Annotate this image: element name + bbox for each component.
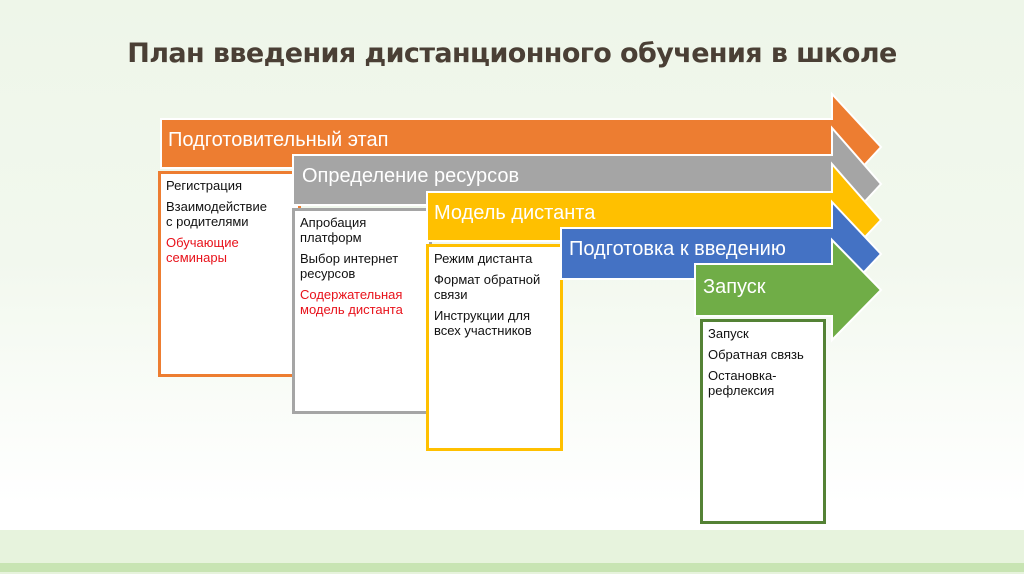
stage-5-item-1: Запуск — [708, 326, 749, 341]
footer-band-light — [0, 530, 1024, 563]
slide-title: План введения дистанционного обучения в … — [127, 38, 897, 69]
stage-2-item-3: Содержательная модель дистанта — [300, 287, 403, 317]
footer-band-edge — [0, 572, 1024, 574]
stage-3-box: Режим дистанта Формат обратной связи Инс… — [426, 244, 563, 451]
stage-2-item-2: Выбор интернет ресурсов — [300, 251, 399, 281]
stage-2-item-1: Апробация платформ — [300, 215, 367, 245]
stage-3-label: Модель дистанта — [434, 202, 596, 224]
stage-2-label: Определение ресурсов — [302, 165, 520, 187]
stage-1-item-1: Регистрация — [166, 178, 242, 193]
stage-1-item-2: Взаимодействие с родителями — [166, 199, 267, 229]
stage-1-item-3: Обучающие семинары — [166, 235, 239, 265]
stage-5-item-3: Остановка-рефлексия — [708, 368, 777, 398]
stage-5-item-2: Обратная связь — [708, 347, 804, 362]
stage-3-item-3: Инструкции для всех участников — [434, 308, 532, 338]
stage-5-box: Запуск Обратная связь Остановка-рефлекси… — [700, 319, 826, 524]
stage-5-arrow-icon — [694, 237, 883, 343]
stage-3-item-1: Режим дистанта — [434, 251, 533, 266]
stage-1-label: Подготовительный этап — [168, 129, 389, 151]
footer-band-dark — [0, 563, 1024, 572]
stage-5-label: Запуск — [703, 276, 766, 298]
stage-3-item-2: Формат обратной связи — [434, 272, 541, 302]
stage-4-label: Подготовка к введению — [569, 238, 786, 260]
